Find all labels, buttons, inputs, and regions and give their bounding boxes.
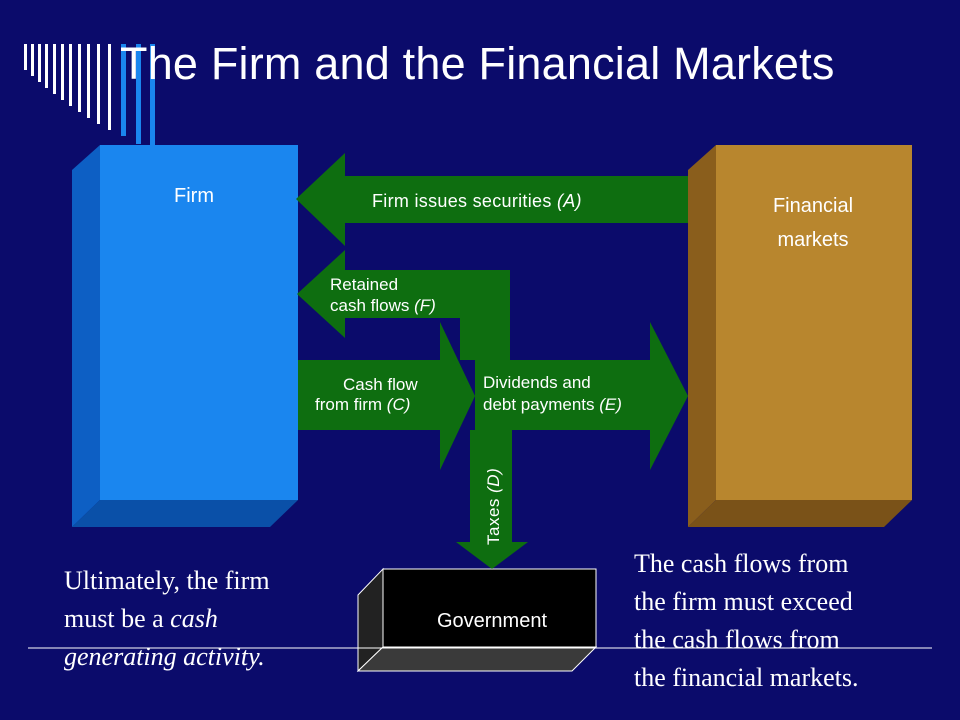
arrow-dividends-debt	[475, 322, 688, 470]
government-block	[356, 567, 598, 673]
arrow-securities-label: Firm issues securities (A)	[372, 191, 582, 211]
arrow-securities	[296, 153, 688, 246]
firm-label: Firm	[174, 185, 214, 207]
financial-markets-label-line2: markets	[777, 229, 848, 251]
arrow-retained-label-line1: Retained	[330, 275, 398, 294]
government-label: Government	[437, 610, 547, 632]
note-right: The cash flows from the firm must exceed…	[634, 545, 934, 697]
note-right-line1: The cash flows from	[634, 549, 849, 578]
note-right-line4: the financial markets.	[634, 663, 859, 692]
arrow-dividends-label-line2: debt payments (E)	[483, 395, 622, 414]
arrow-cash-flow-label-line2: from firm (C)	[315, 395, 410, 414]
arrow-cash-flow-label-line1: Cash flow	[343, 375, 418, 394]
note-left-line3: generating activity.	[64, 642, 265, 671]
note-right-line3: the cash flows from	[634, 625, 840, 654]
arrow-retained-cash-flows	[297, 250, 510, 360]
corner-stripes-decoration	[24, 44, 155, 150]
financial-markets-label-line1: Financial	[773, 195, 853, 217]
firm-block	[72, 145, 298, 527]
note-left: Ultimately, the firm must be a cash gene…	[64, 562, 354, 676]
arrow-retained-label-line2: cash flows (F)	[330, 296, 436, 315]
note-left-line2: must be a cash	[64, 604, 218, 633]
arrow-cash-flow-from-firm	[298, 322, 475, 470]
slide-title: The Firm and the Financial Markets	[120, 38, 835, 89]
arrow-taxes	[456, 430, 528, 569]
arrow-dividends-label-line1: Dividends and	[483, 373, 591, 392]
note-right-line2: the firm must exceed	[634, 587, 853, 616]
note-left-line1: Ultimately, the firm	[64, 566, 270, 595]
financial-markets-block	[688, 145, 912, 527]
arrow-taxes-label: Taxes (D)	[484, 468, 503, 545]
